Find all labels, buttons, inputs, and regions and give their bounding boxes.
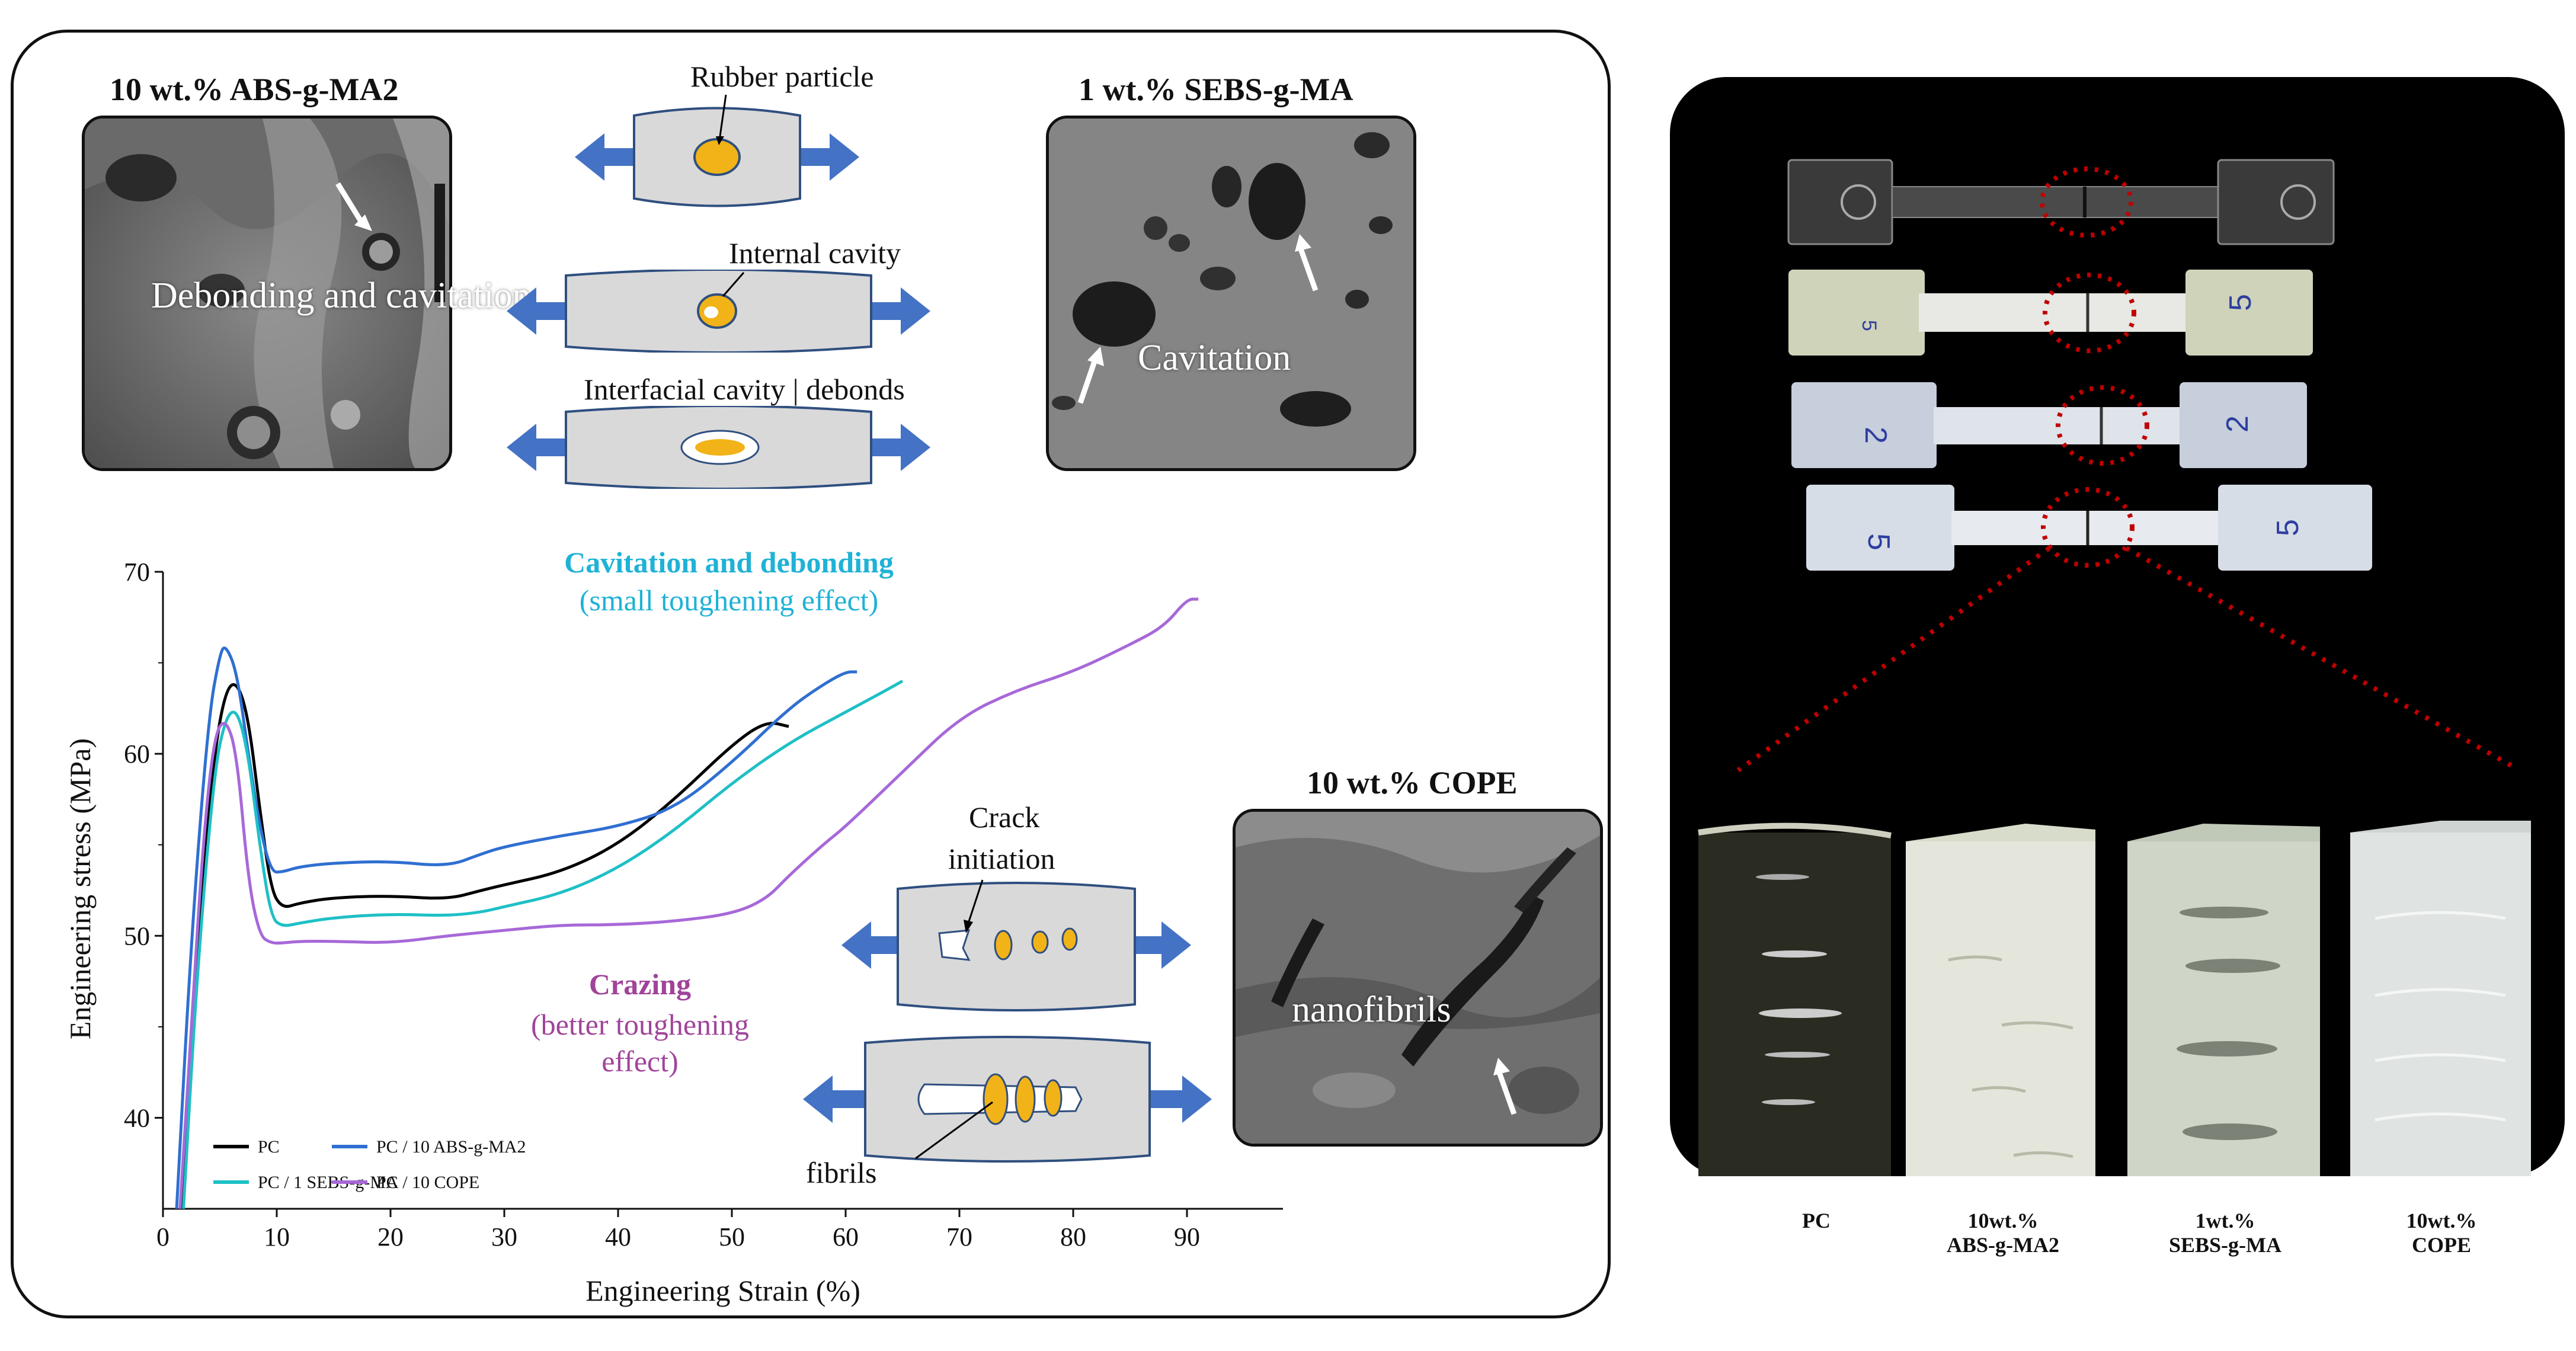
specimen-label-sebs-l2: SEBS-g-MA bbox=[2168, 1233, 2282, 1257]
specimen-pc bbox=[1787, 159, 2335, 245]
crazing-annotation-title: Crazing bbox=[588, 968, 692, 1001]
schematic-internal-cavity bbox=[507, 270, 930, 353]
crack-label-1: Crack bbox=[969, 801, 1040, 834]
x-tick-label: 40 bbox=[605, 1222, 631, 1251]
schematic-fibrils bbox=[803, 1036, 1212, 1163]
x-tick-label: 50 bbox=[719, 1222, 745, 1251]
highlight-lines bbox=[1736, 546, 2516, 773]
specimen-label-abs-l1: 10wt.% bbox=[1967, 1209, 2039, 1232]
specimen-label-abs: 10wt.% ABS-g-MA2 bbox=[1920, 1209, 2086, 1258]
sem-image-cope bbox=[1233, 809, 1603, 1147]
specimen-mark-3b: 5 bbox=[2271, 519, 2305, 536]
legend-label: PC / 10 COPE bbox=[376, 1173, 479, 1192]
specimen-cope bbox=[1806, 485, 2372, 571]
specimen-sebs bbox=[1791, 382, 2307, 468]
specimen-label-cope: 10wt.% COPE bbox=[2364, 1209, 2519, 1258]
stress-strain-chart: 0 10 20 30 40 50 60 70 80 90 40 50 60 70 Engineering… bbox=[63, 558, 1283, 1307]
closeup-abs bbox=[1906, 824, 2095, 1176]
sem-abs-title: 10 wt.% ABS-g-MA2 bbox=[110, 72, 399, 107]
specimen-mark-3: 5 bbox=[1861, 533, 1896, 550]
interfacial-cavity-label: Interfacial cavity | debonds bbox=[584, 373, 905, 406]
legend-label: PC / 1 SEBS-g-MA bbox=[258, 1173, 399, 1192]
legend-label: PC bbox=[258, 1137, 280, 1157]
y-tick-label: 50 bbox=[124, 921, 150, 950]
specimen-abs bbox=[1788, 270, 2313, 356]
crazing-annotation-sub1: (better toughening bbox=[531, 1008, 749, 1041]
specimen-label-cope-l2: COPE bbox=[2411, 1233, 2471, 1257]
x-tick-label: 90 bbox=[1174, 1222, 1200, 1251]
cavitation-annotation-sub: (small toughening effect) bbox=[579, 584, 879, 617]
crack-label-2: initiation bbox=[948, 842, 1055, 875]
series-line-1 bbox=[175, 646, 857, 1209]
sem-sebs-title: 1 wt.% SEBS-g-MA bbox=[1079, 72, 1353, 107]
x-tick-label: 0 bbox=[156, 1222, 169, 1251]
y-axis-label: Engineering stress (MPa) bbox=[63, 738, 97, 1039]
internal-cavity-label: Internal cavity bbox=[729, 236, 901, 270]
arrow-white-icon bbox=[335, 182, 372, 231]
closeup-cope bbox=[2350, 821, 2531, 1176]
rubber-particle-label: Rubber particle bbox=[690, 60, 874, 93]
sem-sebs-label: Cavitation bbox=[1138, 338, 1291, 378]
specimen-mark-2b: 2 bbox=[2220, 415, 2255, 433]
x-tick-label: 80 bbox=[1060, 1222, 1086, 1251]
sem-cope-label: nanofibrils bbox=[1292, 990, 1451, 1030]
cavitation-annotation-title: Cavitation and debonding bbox=[564, 546, 894, 579]
fibrils-label: fibrils bbox=[806, 1156, 877, 1189]
series-line-3 bbox=[178, 597, 1199, 1209]
x-tick-label: 10 bbox=[264, 1222, 290, 1251]
x-tick-label: 20 bbox=[377, 1222, 404, 1251]
arrow-white-icon bbox=[1077, 347, 1104, 404]
closeup-pc bbox=[1698, 822, 1892, 1176]
sem-cope-title: 10 wt.% COPE bbox=[1307, 765, 1518, 801]
specimen-mark-1: 5 bbox=[1858, 320, 1880, 331]
specimen-label-pc-l1: PC bbox=[1802, 1209, 1831, 1232]
y-tick-label: 70 bbox=[124, 558, 150, 587]
x-tick-label: 60 bbox=[833, 1222, 859, 1251]
specimen-label-pc: PC bbox=[1763, 1209, 1870, 1233]
y-tick-label: 40 bbox=[124, 1103, 150, 1132]
x-tick-label: 70 bbox=[946, 1222, 972, 1251]
sem-abs-label: Debonding and cavitation bbox=[151, 276, 531, 316]
legend-label: PC / 10 ABS-g-MA2 bbox=[376, 1137, 526, 1157]
schematic-crack-initiation bbox=[841, 879, 1191, 1011]
arrow-white-icon bbox=[1493, 1058, 1517, 1115]
schematic-interfacial-cavity bbox=[507, 406, 930, 489]
highlight-circles bbox=[2040, 167, 2149, 568]
crazing-annotation-sub2: effect) bbox=[601, 1045, 679, 1078]
x-axis-label: Engineering Strain (%) bbox=[585, 1274, 860, 1307]
series-line-0 bbox=[180, 683, 789, 1209]
closeup-sebs bbox=[2127, 824, 2320, 1176]
specimen-label-cope-l1: 10wt.% bbox=[2406, 1209, 2477, 1232]
specimen-label-abs-l2: ABS-g-MA2 bbox=[1947, 1233, 2059, 1257]
schematic-rubber-particle bbox=[575, 94, 859, 207]
specimen-mark-2: 2 bbox=[1858, 427, 1893, 444]
specimen-photo: 5 5 2 2 5 5 bbox=[1698, 159, 2531, 1176]
specimen-mark-1b: 5 bbox=[2223, 294, 2258, 311]
arrow-white-icon bbox=[1295, 234, 1319, 292]
sem-image-sebs bbox=[1046, 116, 1416, 471]
sem-image-abs bbox=[82, 116, 452, 471]
specimen-label-sebs-l1: 1wt.% bbox=[2195, 1209, 2255, 1232]
x-tick-label: 30 bbox=[491, 1222, 517, 1251]
y-tick-label: 60 bbox=[124, 739, 150, 769]
series-line-2 bbox=[182, 680, 904, 1209]
specimen-label-sebs: 1wt.% SEBS-g-MA bbox=[2142, 1209, 2308, 1258]
